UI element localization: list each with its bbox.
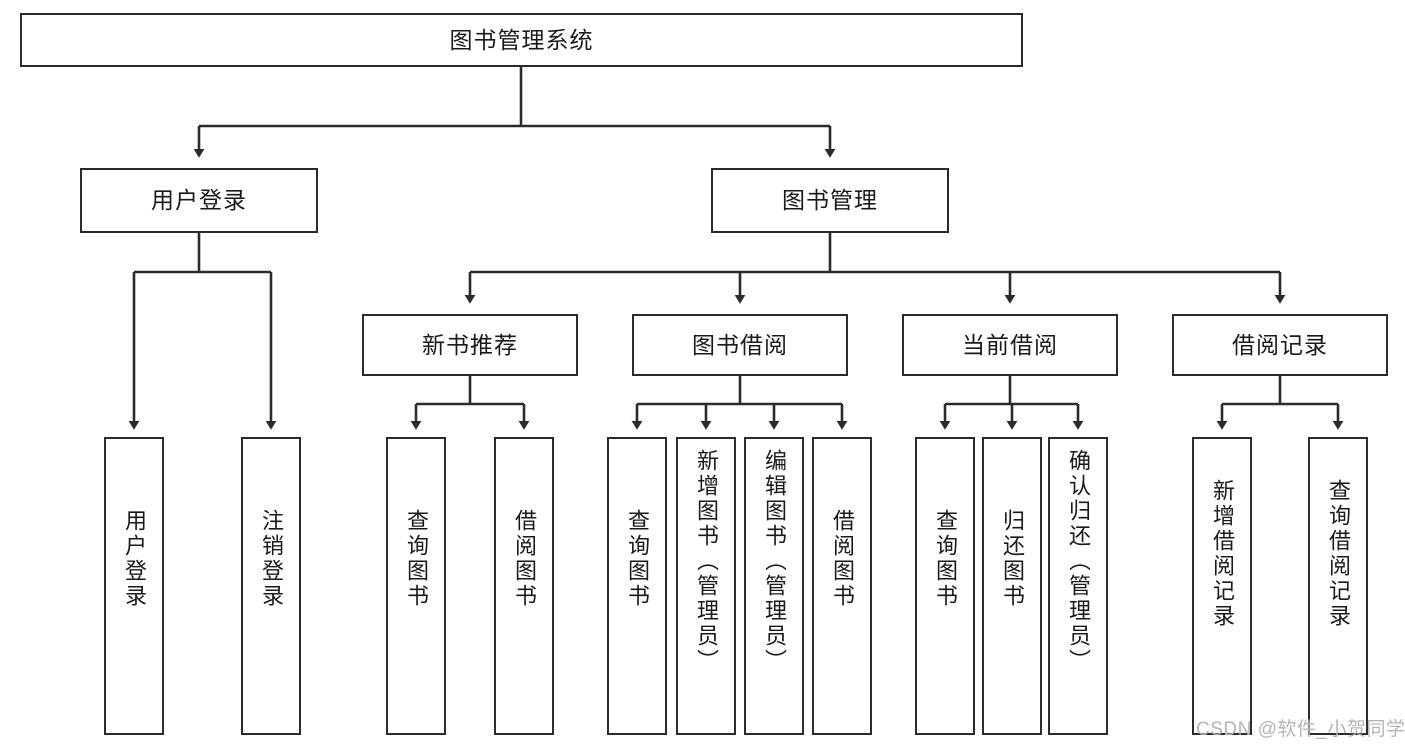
node-current-borrow-label: 当前借阅 — [962, 331, 1058, 358]
leaf-borrow-book-1-label: 借阅图书 — [512, 509, 537, 609]
node-user-login-label: 用户登录 — [151, 187, 247, 214]
leaf-return-book[interactable]: 归还图书 — [982, 437, 1042, 735]
leaf-add-record-label: 新增借阅记录 — [1210, 479, 1235, 629]
node-borrow-record[interactable]: 借阅记录 — [1172, 314, 1388, 376]
node-new-book-recommend-label: 新书推荐 — [422, 331, 518, 358]
csdn-watermark: CSDN @软件_小贺同学 — [1196, 719, 1405, 740]
leaf-confirm-return-label: 确认归还（管理员） — [1066, 449, 1091, 674]
leaf-query-book-1-label: 查询图书 — [404, 509, 429, 609]
leaf-edit-book[interactable]: 编辑图书（管理员） — [744, 437, 804, 735]
leaf-confirm-return[interactable]: 确认归还（管理员） — [1048, 437, 1108, 735]
leaf-user-login[interactable]: 用户登录 — [104, 437, 164, 735]
leaf-query-record-label: 查询借阅记录 — [1326, 479, 1351, 629]
leaf-query-book-1[interactable]: 查询图书 — [386, 437, 446, 735]
node-current-borrow[interactable]: 当前借阅 — [902, 314, 1118, 376]
leaf-query-book-3-label: 查询图书 — [933, 509, 958, 609]
leaf-add-record[interactable]: 新增借阅记录 — [1192, 437, 1252, 735]
node-new-book-recommend[interactable]: 新书推荐 — [362, 314, 578, 376]
leaf-return-book-label: 归还图书 — [1000, 509, 1025, 609]
leaf-query-record[interactable]: 查询借阅记录 — [1308, 437, 1368, 735]
leaf-query-book-3[interactable]: 查询图书 — [915, 437, 975, 735]
leaf-add-book[interactable]: 新增图书（管理员） — [676, 437, 736, 735]
node-root-label: 图书管理系统 — [449, 26, 594, 53]
leaf-borrow-book-2[interactable]: 借阅图书 — [812, 437, 872, 735]
leaf-borrow-book-2-label: 借阅图书 — [830, 509, 855, 609]
leaf-add-book-label: 新增图书（管理员） — [694, 449, 719, 674]
node-borrow-record-label: 借阅记录 — [1232, 331, 1328, 358]
leaf-query-book-2[interactable]: 查询图书 — [607, 437, 667, 735]
node-book-manage[interactable]: 图书管理 — [711, 168, 949, 233]
node-book-borrow[interactable]: 图书借阅 — [632, 314, 848, 376]
node-root[interactable]: 图书管理系统 — [20, 13, 1023, 67]
leaf-user-login-label: 用户登录 — [122, 509, 147, 609]
leaf-logout-login-label: 注销登录 — [259, 509, 284, 609]
node-book-borrow-label: 图书借阅 — [692, 331, 788, 358]
leaf-query-book-2-label: 查询图书 — [625, 509, 650, 609]
leaf-edit-book-label: 编辑图书（管理员） — [762, 449, 787, 674]
leaf-logout-login[interactable]: 注销登录 — [241, 437, 301, 735]
node-user-login[interactable]: 用户登录 — [80, 168, 318, 233]
leaf-borrow-book-1[interactable]: 借阅图书 — [494, 437, 554, 735]
node-book-manage-label: 图书管理 — [782, 187, 878, 214]
